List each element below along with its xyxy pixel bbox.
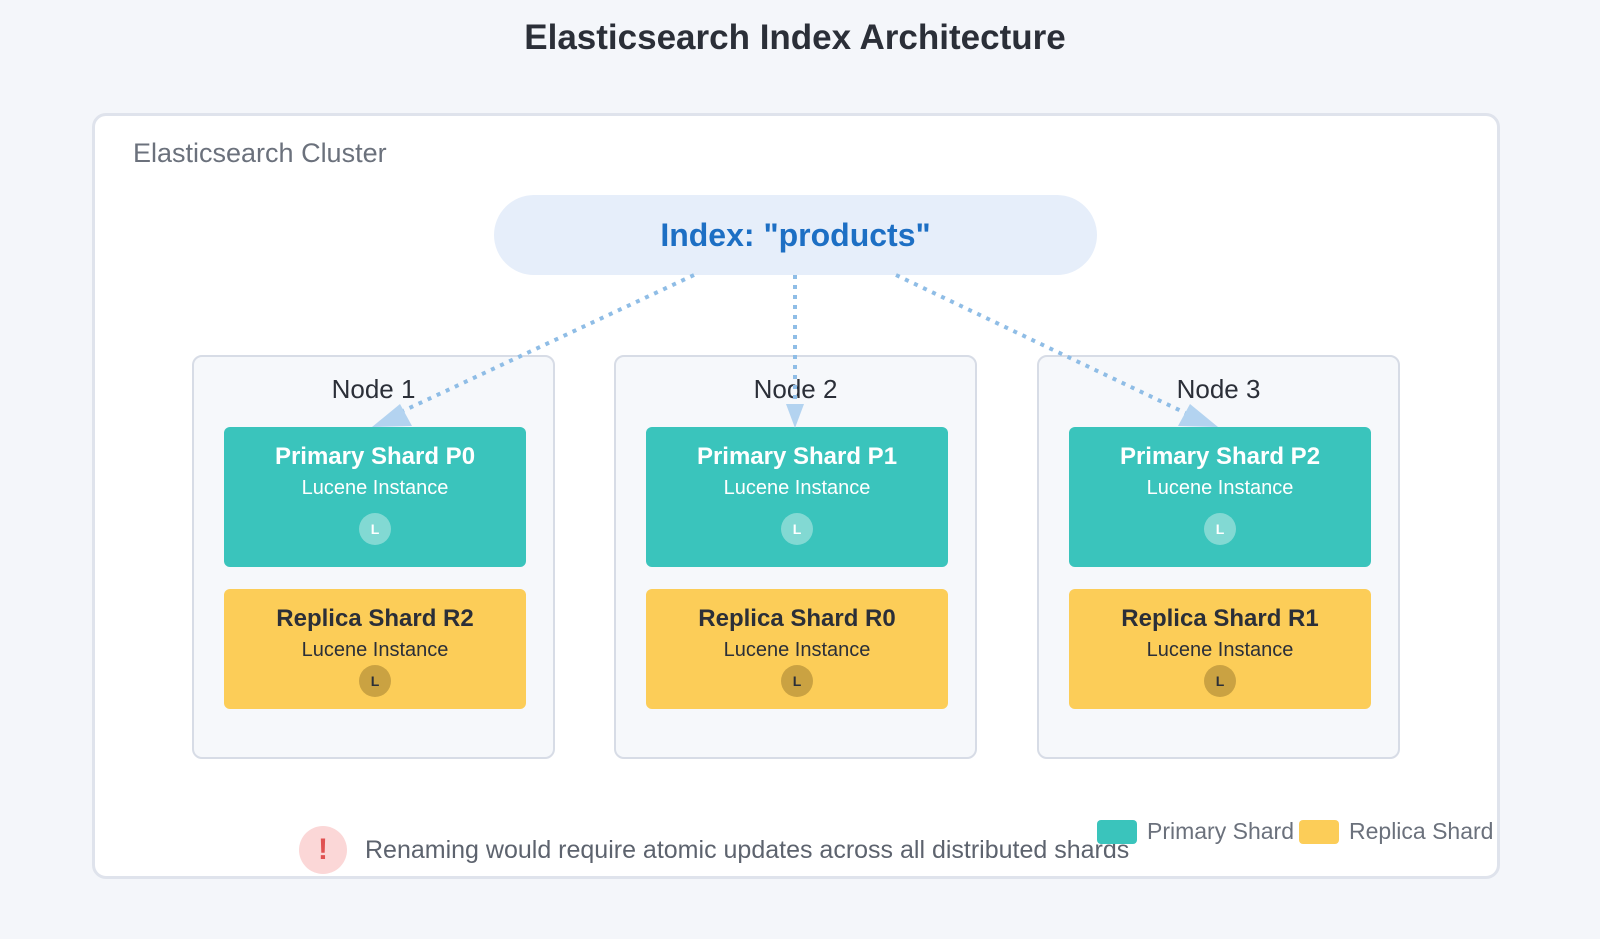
node-label: Node 3 xyxy=(1176,374,1261,404)
lucene-badge-icon: L xyxy=(1204,513,1236,545)
index-label: Index: "products" xyxy=(660,216,931,253)
warning-text: Renaming would require atomic updates ac… xyxy=(365,836,1130,864)
legend-item-primary: Primary Shard xyxy=(1097,818,1294,845)
shard-title: Primary Shard P2 xyxy=(1119,443,1321,470)
shard-title: Replica Shard R2 xyxy=(276,605,474,632)
lucene-badge-icon: L xyxy=(359,665,391,697)
shard-subtitle: Lucene Instance xyxy=(723,639,871,661)
replica-shard-r0: Replica Shard R0 Lucene Instance L xyxy=(646,589,948,709)
shard-title: Primary Shard P0 xyxy=(274,443,476,470)
node-label: Node 1 xyxy=(331,374,416,404)
node-3: Node 3 Primary Shard P2 Lucene Instance … xyxy=(1037,355,1400,759)
primary-shard-p2: Primary Shard P2 Lucene Instance L xyxy=(1069,427,1371,567)
shard-title: Replica Shard R1 xyxy=(1121,605,1319,632)
shard-subtitle: Lucene Instance xyxy=(301,639,449,661)
node-label: Node 2 xyxy=(753,374,838,404)
lucene-badge-icon: L xyxy=(781,513,813,545)
primary-shard-p1: Primary Shard P1 Lucene Instance L xyxy=(646,427,948,567)
legend-label: Primary Shard xyxy=(1147,818,1294,844)
legend-item-replica: Replica Shard xyxy=(1299,818,1493,845)
replica-shard-r2: Replica Shard R2 Lucene Instance L xyxy=(224,589,526,709)
legend-swatch-replica xyxy=(1299,819,1339,844)
node-2: Node 2 Primary Shard P1 Lucene Instance … xyxy=(614,355,977,759)
replica-shard-r1: Replica Shard R1 Lucene Instance L xyxy=(1069,589,1371,709)
index-node: Index: "products" xyxy=(494,195,1097,275)
exclamation-icon: ! xyxy=(299,826,347,874)
shard-subtitle: Lucene Instance xyxy=(1146,639,1294,661)
lucene-badge-icon: L xyxy=(781,665,813,697)
cluster-label: Elasticsearch Cluster xyxy=(133,138,387,168)
legend-label: Replica Shard xyxy=(1349,818,1494,844)
lucene-badge-icon: L xyxy=(359,513,391,545)
lucene-badge-icon: L xyxy=(1204,665,1236,697)
shard-subtitle: Lucene Instance xyxy=(1146,477,1294,499)
node-1: Node 1 Primary Shard P0 Lucene Instance … xyxy=(192,355,555,759)
shard-title: Replica Shard R0 xyxy=(698,605,896,632)
primary-shard-p0: Primary Shard P0 Lucene Instance L xyxy=(224,427,526,567)
shard-title: Primary Shard P1 xyxy=(696,443,898,470)
legend-swatch-primary xyxy=(1097,819,1137,844)
shard-subtitle: Lucene Instance xyxy=(723,477,871,499)
shard-subtitle: Lucene Instance xyxy=(301,477,449,499)
page-title: Elasticsearch Index Architecture xyxy=(524,18,1066,57)
